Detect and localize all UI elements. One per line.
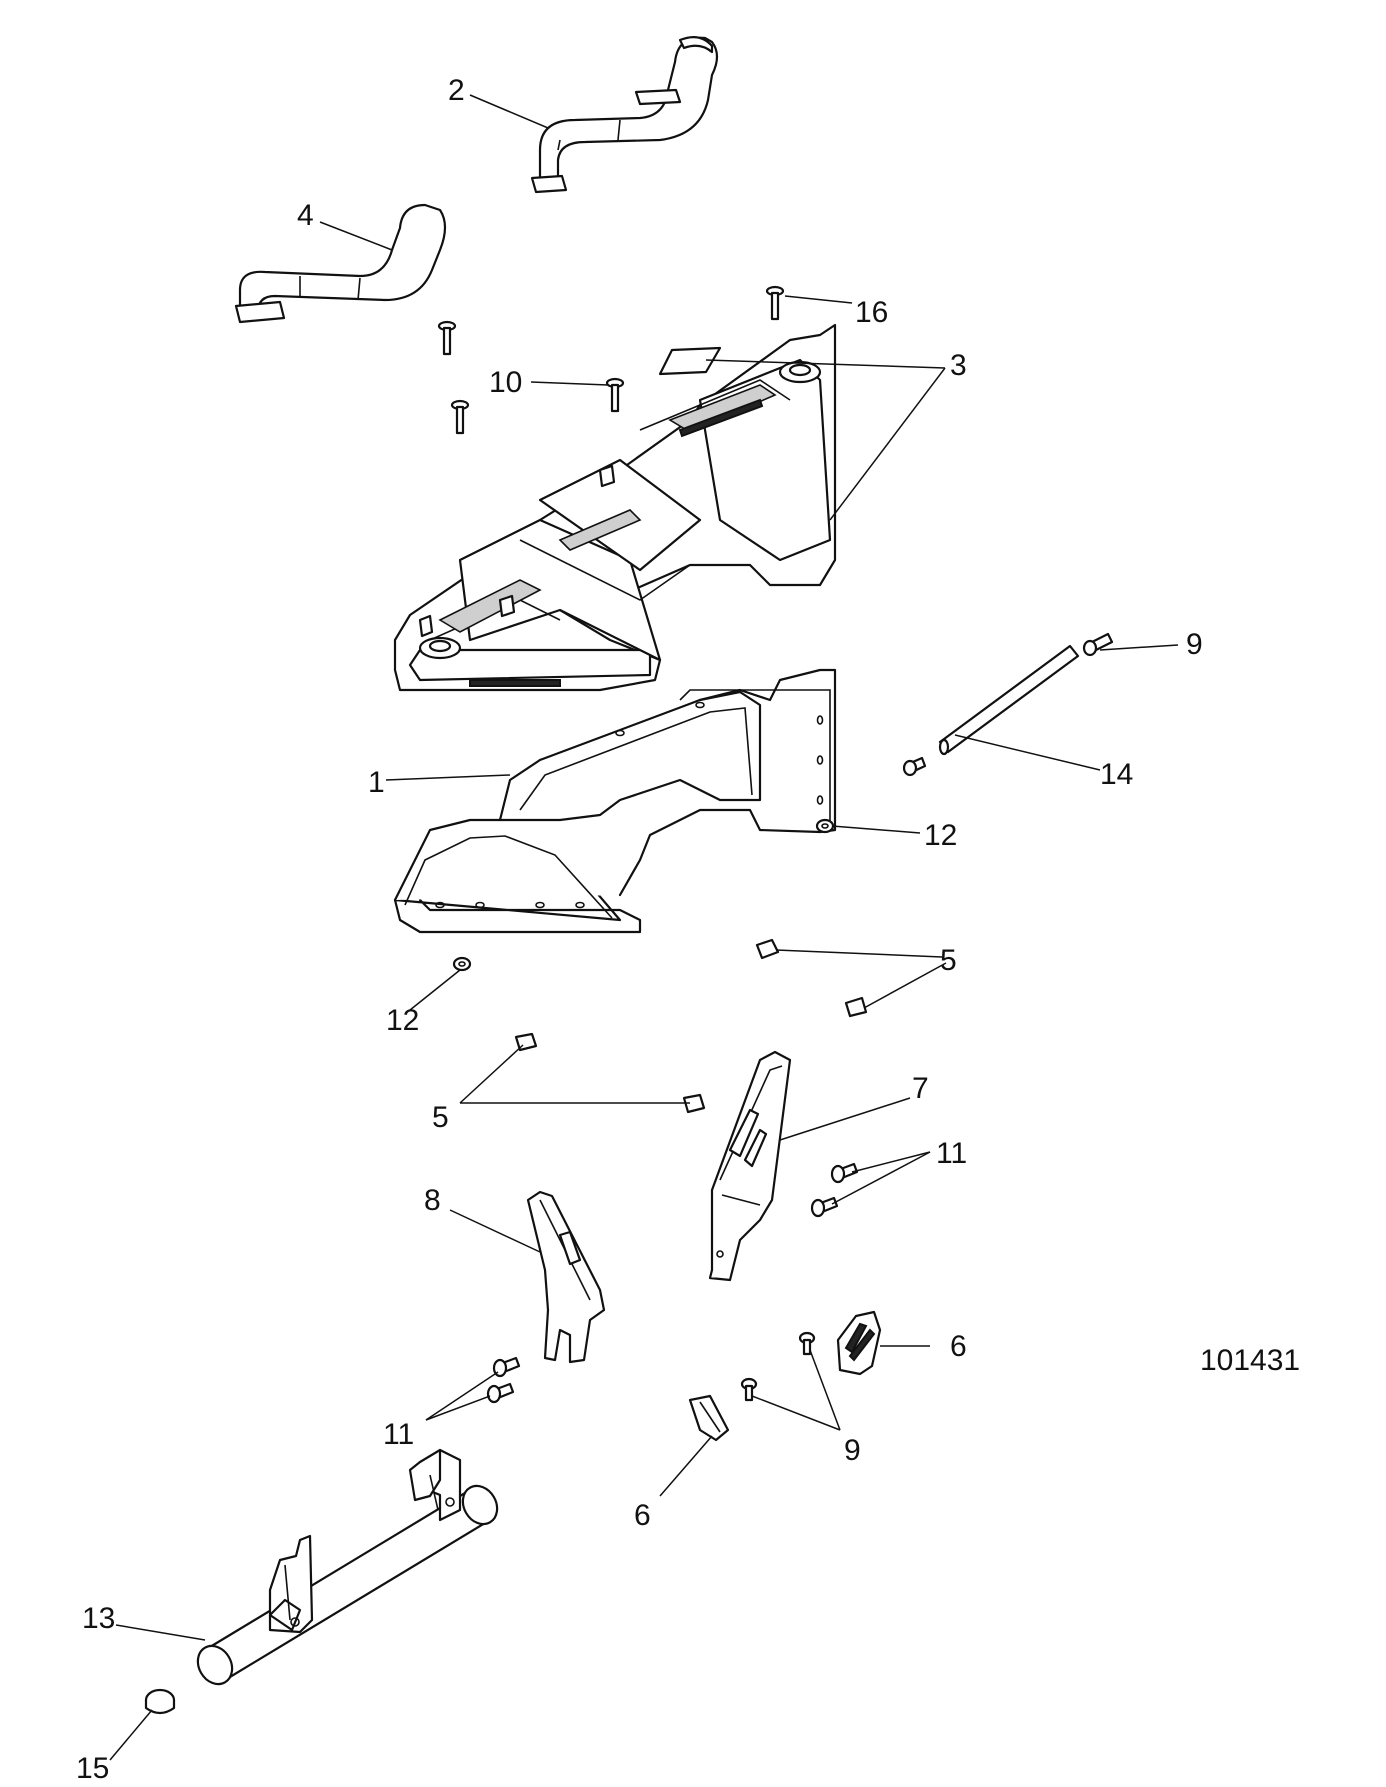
part-14-rod [938, 644, 1080, 756]
callout-12-lower: 12 [386, 1004, 419, 1037]
callout-labels: 2 4 16 10 3 9 14 1 12 5 12 7 5 11 8 6 10… [76, 74, 1300, 1785]
callout-figure-id: 101431 [1200, 1344, 1300, 1377]
screw-9-top [1082, 632, 1114, 657]
callout-12-upper: 12 [924, 819, 957, 852]
callout-10: 10 [489, 366, 522, 399]
nut-12-upper [815, 818, 835, 834]
part-7-support [708, 1050, 792, 1282]
callout-6-left: 6 [634, 1499, 651, 1532]
clip-5-d [682, 1093, 706, 1114]
bolt-10-a [437, 320, 457, 356]
callout-1: 1 [368, 766, 385, 799]
part-2-grab-bar [530, 35, 719, 194]
leader-lines [109, 94, 1179, 1761]
callout-13: 13 [82, 1602, 115, 1635]
callout-9-lower: 9 [844, 1434, 861, 1467]
bolt-10-b [605, 377, 625, 413]
bolt-11-right-b [810, 1196, 839, 1218]
callout-3: 3 [950, 349, 967, 382]
callout-8: 8 [424, 1184, 441, 1217]
screw-9-lower-b [740, 1377, 758, 1402]
clip-5-b [844, 996, 868, 1018]
decal-label [658, 346, 722, 376]
callout-6-right: 6 [950, 1330, 967, 1363]
part-1-frame [393, 668, 837, 934]
part-4-grab-bar [234, 203, 447, 324]
bolt-11-right-a [830, 1162, 859, 1184]
part-8-support [526, 1190, 606, 1364]
bolt-11-left-a [492, 1356, 521, 1378]
callout-14: 14 [1100, 758, 1133, 791]
part-15-cap [144, 1688, 176, 1715]
part-13-mount-tube [196, 1448, 499, 1686]
callout-4: 4 [297, 199, 314, 232]
bolt-11-left-b [486, 1382, 515, 1404]
callout-7: 7 [912, 1072, 929, 1105]
callout-5-upper: 5 [940, 944, 957, 977]
callout-5-lower: 5 [432, 1101, 449, 1134]
clip-5-c [514, 1032, 538, 1052]
callout-11-right: 11 [936, 1137, 967, 1170]
part-6-bracket-right [836, 1310, 882, 1376]
callout-2: 2 [448, 74, 465, 107]
callout-11-left: 11 [383, 1418, 414, 1451]
callout-9-top: 9 [1186, 628, 1203, 661]
callout-16: 16 [855, 296, 888, 329]
part-6-bracket-left [688, 1394, 730, 1442]
screw-9-lower-a [798, 1331, 816, 1356]
nut-12-lower [452, 956, 472, 972]
clip-5-a [755, 938, 780, 960]
bolt-10-c [450, 399, 470, 435]
bolt-16 [765, 285, 785, 321]
part-3-rack [393, 323, 837, 692]
callout-15: 15 [76, 1752, 109, 1782]
screw-14-end [902, 756, 927, 777]
